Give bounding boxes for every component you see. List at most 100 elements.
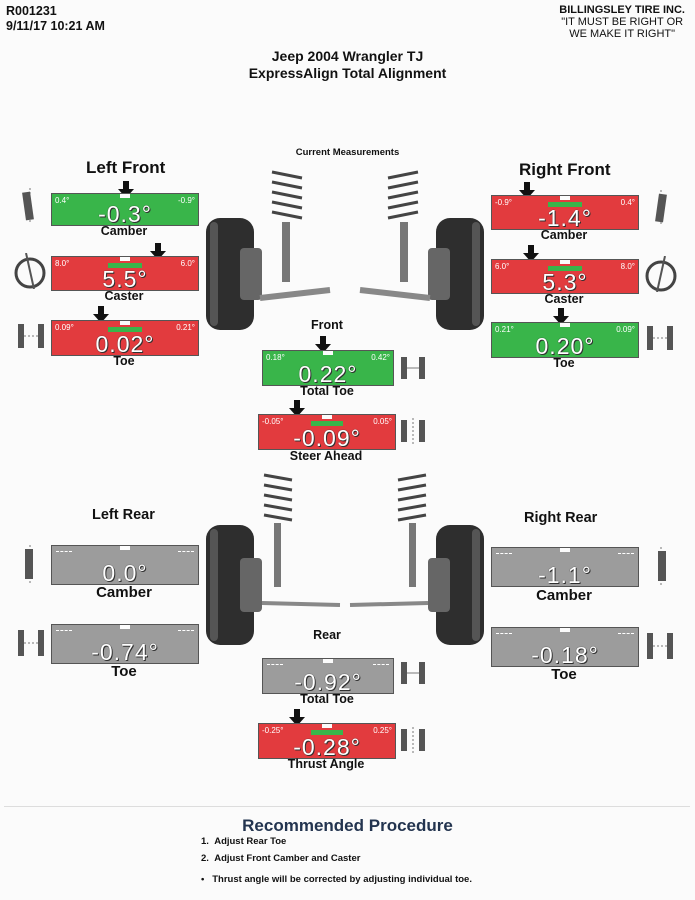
rear-total-toe-label: Total Toe xyxy=(300,692,354,706)
right-front-toe-min: 0.21° xyxy=(495,325,514,334)
thrust-angle-diagram-icon xyxy=(401,727,425,755)
left-front-camber-label: Camber xyxy=(100,224,148,238)
procedure-note: • Thrust angle will be corrected by adju… xyxy=(201,874,472,885)
camber-diagram-icon xyxy=(658,547,666,585)
right-front-caster-value: 5.3° xyxy=(542,269,588,294)
rear-right-coil xyxy=(397,473,427,522)
right-rear-toe-value: -0.18° xyxy=(531,642,599,667)
right-rear-title: Right Rear xyxy=(524,510,598,526)
toe-diagram-icon xyxy=(18,630,44,656)
front-left-strut xyxy=(282,222,290,282)
rear-title: Rear xyxy=(313,628,341,642)
front-total-toe-label: Total Toe xyxy=(300,384,354,398)
right-front-toe-gauge: 0.21° 0.09° 0.20° xyxy=(491,322,639,358)
shop-info: BILLINGSLEY TIRE INC. "IT MUST BE RIGHT … xyxy=(559,4,685,40)
thrust-angle-max: 0.25° xyxy=(373,726,392,735)
right-front-caster-min: 6.0° xyxy=(495,262,510,271)
right-rear-toe-gauge: -0.18° xyxy=(491,627,639,667)
thrust-angle-value: -0.28° xyxy=(293,734,361,759)
right-front-title: Right Front xyxy=(519,160,611,179)
left-rear-camber-value: 0.0° xyxy=(102,560,148,585)
slogan-line-2: WE MAKE IT RIGHT" xyxy=(569,28,676,40)
toe-diagram-icon xyxy=(647,633,673,659)
left-front-camber-max: -0.9° xyxy=(178,196,195,205)
front-right-coil xyxy=(387,170,419,220)
right-rear-toe-label: Toe xyxy=(551,666,577,683)
report-datetime: 9/11/17 10:21 AM xyxy=(6,19,105,33)
left-front-toe-gauge: 0.09° 0.21° 0.02° xyxy=(51,320,199,356)
rear-total-toe-diagram-icon xyxy=(401,662,425,684)
rear-right-wheel xyxy=(428,525,484,645)
front-left-coil xyxy=(271,170,303,220)
front-total-toe-min: 0.18° xyxy=(266,353,285,362)
right-front-camber-gauge: -0.9° 0.4° -1.4° xyxy=(491,195,639,230)
steer-ahead-min: -0.05° xyxy=(262,417,284,426)
procedure-step-text: Adjust Rear Toe xyxy=(214,836,287,847)
left-front-caster-value: 5.5° xyxy=(102,266,148,291)
front-suspension-illustration xyxy=(206,170,484,330)
left-front-camber-min: 0.4° xyxy=(55,196,70,205)
camber-diagram-icon xyxy=(655,190,667,226)
front-title: Front xyxy=(311,318,343,332)
rear-total-toe-gauge: -0.92° xyxy=(262,658,394,694)
right-rear-camber-label: Camber xyxy=(536,587,592,604)
camber-diagram-icon xyxy=(22,188,34,224)
steer-ahead-max: 0.05° xyxy=(373,417,392,426)
front-right-wheel xyxy=(428,218,484,330)
service-name: ExpressAlign Total Alignment xyxy=(248,65,447,81)
left-rear-camber-gauge: 0.0° xyxy=(51,545,199,585)
front-total-toe-max: 0.42° xyxy=(371,353,390,362)
vehicle-name: Jeep 2004 Wrangler TJ xyxy=(271,48,424,64)
left-rear-camber-label: Camber xyxy=(96,584,152,601)
left-front-camber-value: -0.3° xyxy=(98,201,152,226)
right-rear-camber-value: -1.1° xyxy=(538,562,592,587)
left-front-caster-label: Caster xyxy=(104,289,144,303)
rear-left-wheel xyxy=(206,525,262,645)
right-front-caster-max: 8.0° xyxy=(620,262,635,271)
camber-diagram-icon xyxy=(25,545,33,583)
left-rear-toe-label: Toe xyxy=(111,663,137,680)
right-front-camber-max: 0.4° xyxy=(620,198,635,207)
report-header: R001231 9/11/17 10:21 AM xyxy=(6,4,105,34)
thrust-angle-min: -0.25° xyxy=(262,726,284,735)
slogan-line-1: "IT MUST BE RIGHT OR xyxy=(561,16,684,28)
thrust-angle-label: Thrust Angle xyxy=(287,757,365,771)
rear-left-coil xyxy=(263,473,293,522)
right-front-toe-label: Toe xyxy=(553,356,575,370)
right-front-toe-value: 0.20° xyxy=(535,333,595,358)
caster-diagram-icon xyxy=(14,253,46,289)
front-total-toe-value: 0.22° xyxy=(298,361,358,386)
procedure-step: 2. Adjust Front Camber and Caster xyxy=(201,853,361,864)
procedure-note-text: Thrust angle will be corrected by adjust… xyxy=(212,874,472,885)
procedure-step: 1. Adjust Rear Toe xyxy=(201,836,287,847)
toe-diagram-icon xyxy=(18,324,44,348)
left-rear-toe-gauge: -0.74° xyxy=(51,624,199,664)
steer-ahead-value: -0.09° xyxy=(293,425,361,450)
report-title: Jeep 2004 Wrangler TJ ExpressAlign Total… xyxy=(0,48,695,82)
right-front-camber-label: Camber xyxy=(540,228,588,242)
toe-diagram-icon xyxy=(647,326,673,350)
caster-diagram-icon xyxy=(645,256,677,292)
steer-ahead-diagram-icon xyxy=(401,418,425,446)
left-front-title: Left Front xyxy=(86,158,166,177)
current-measurements-label: Current Measurements xyxy=(295,147,400,158)
rear-right-shock xyxy=(409,523,416,587)
left-front-toe-min: 0.09° xyxy=(55,323,74,332)
steer-ahead-gauge: -0.05° 0.05° -0.09° xyxy=(258,414,396,450)
left-front-caster-max: 6.0° xyxy=(180,259,195,268)
rear-track-bar xyxy=(261,601,429,607)
thrust-angle-gauge: -0.25° 0.25° -0.28° xyxy=(258,723,396,759)
front-right-strut xyxy=(400,222,408,282)
left-rear-toe-value: -0.74° xyxy=(91,639,159,664)
right-rear-camber-gauge: -1.1° xyxy=(491,547,639,587)
shop-name: BILLINGSLEY TIRE INC. xyxy=(559,4,685,16)
right-front-camber-value: -1.4° xyxy=(538,205,592,230)
left-front-toe-max: 0.21° xyxy=(176,323,195,332)
recommended-procedure-title: Recommended Procedure xyxy=(242,816,453,835)
rear-total-toe-value: -0.92° xyxy=(294,669,362,694)
left-front-toe-value: 0.02° xyxy=(95,331,155,356)
front-left-wheel xyxy=(206,218,262,330)
front-total-toe-gauge: 0.18° 0.42° 0.22° xyxy=(262,350,394,386)
left-rear-title: Left Rear xyxy=(92,507,155,523)
right-front-caster-gauge: 6.0° 8.0° 5.3° xyxy=(491,259,639,294)
